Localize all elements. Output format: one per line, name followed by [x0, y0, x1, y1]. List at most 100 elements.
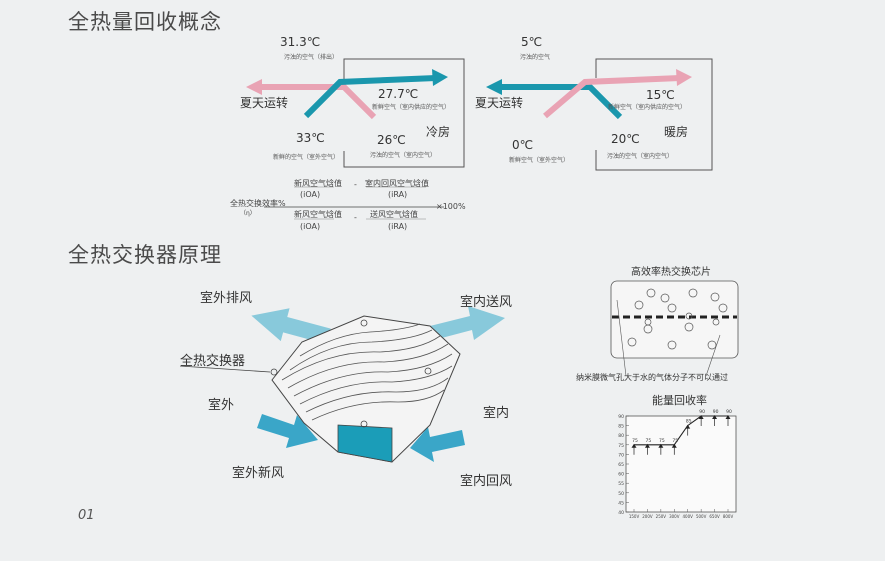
y-tick-label: 60 — [618, 472, 624, 478]
data-point — [631, 443, 637, 448]
data-label: 75 — [632, 438, 638, 444]
summer-exhaust-note: 污浊的空气（排出） — [284, 54, 339, 61]
page-number: 01 — [78, 508, 95, 523]
x-tick-label: 500V — [696, 514, 707, 519]
winter-fresh-temp: 15℃ — [646, 88, 675, 102]
summer-indoor-note: 污浊的空气（室内空气） — [370, 152, 437, 159]
formula-num-b: 室内回风空气焓值 — [365, 179, 429, 188]
section2-title: 全热交换器原理 — [68, 243, 222, 267]
x-tick-label: 800V — [723, 514, 734, 519]
x-tick-label: 300V — [669, 514, 680, 519]
winter-fresh-note: 新鲜空气（室内供应的空气） — [608, 104, 687, 111]
summer-fresh-arrowhead — [432, 69, 448, 86]
x-tick-label: 200V — [642, 514, 653, 519]
summer-fresh-temp: 27.7℃ — [378, 87, 419, 101]
indoor-supply-arrow — [430, 306, 505, 340]
winter-indoor-note: 污浊的空气（室内空气） — [607, 153, 674, 160]
formula-num-b-sub: (iRA) — [388, 190, 408, 199]
data-point — [698, 415, 704, 419]
y-tick-label: 75 — [618, 443, 624, 449]
y-tick-label: 70 — [618, 452, 624, 458]
summer-exhaust-temp: 31.3℃ — [280, 35, 321, 49]
outdoor-fresh-arrow — [257, 414, 318, 448]
formula-den-a: 新风空气焓值 — [294, 210, 342, 219]
y-tick-label: 50 — [618, 491, 624, 497]
y-tick-label: 90 — [618, 414, 624, 420]
data-point — [685, 424, 691, 429]
summer-exhaust-arrowhead — [246, 79, 262, 95]
formula-den-b: 送风空气焓值 — [370, 210, 418, 219]
y-tick-label: 55 — [618, 481, 624, 487]
y-tick-label: 45 — [618, 500, 624, 506]
summer-room-label: 冷房 — [426, 125, 451, 139]
data-label: 90 — [713, 409, 719, 415]
data-label: 90 — [699, 409, 705, 415]
data-label: 75 — [646, 438, 652, 444]
winter-indoor-temp: 20℃ — [611, 132, 640, 146]
summer-fresh-note: 新鲜空气（室内供应的空气） — [372, 104, 451, 111]
winter-mode-label: 夏天运转 — [475, 96, 524, 110]
formula-num-a-sub: (iOA) — [300, 190, 321, 199]
label-indoor-supply: 室内送风 — [460, 295, 513, 310]
formula-den-b-sub: (iRA) — [388, 222, 408, 231]
data-label: 90 — [726, 409, 732, 415]
formula-minus-top: - — [354, 180, 357, 189]
label-outdoor: 室外 — [208, 398, 235, 413]
y-tick-label: 65 — [618, 462, 624, 468]
indoor-return-arrow — [410, 427, 465, 462]
label-exchanger: 全热交换器 — [180, 354, 246, 369]
label-outdoor-exhaust: 室外排风 — [200, 291, 253, 306]
data-point — [725, 415, 731, 419]
chart-plot-area — [625, 415, 737, 513]
exchanger-fins — [281, 323, 453, 421]
summer-mode-label: 夏天运转 — [240, 96, 289, 110]
data-label: 75 — [659, 438, 665, 444]
outdoor-exhaust-arrow — [251, 308, 331, 345]
summer-indoor-temp: 26℃ — [377, 133, 406, 147]
energy-chart-title: 能量回收率 — [652, 394, 707, 407]
winter-exhaust-arrow — [498, 84, 623, 120]
core-title: 高效率热交换芯片 — [631, 267, 711, 278]
formula-times: ×100% — [436, 202, 466, 211]
y-tick-label: 85 — [618, 424, 624, 430]
winter-unit-outline — [595, 58, 713, 171]
exchanger-core-face — [337, 424, 393, 463]
data-label: 85 — [686, 419, 692, 425]
x-tick-label: 400V — [683, 514, 694, 519]
summer-unit-outline — [343, 58, 465, 168]
summer-fresh-arrow — [303, 75, 437, 119]
label-outdoor-fresh: 室外新风 — [232, 466, 285, 481]
data-label: 75 — [672, 438, 678, 444]
formula-lhs-sub: （η） — [240, 210, 256, 217]
formula-lhs: 全热交换效率% — [230, 199, 286, 208]
exchanger-body — [271, 315, 461, 463]
summer-outdoor-note: 新鲜的空气（室外空气） — [273, 154, 340, 161]
x-tick-label: 150V — [629, 514, 640, 519]
exchanger-pointer-line — [179, 365, 271, 373]
formula-den-a-sub: (iOA) — [300, 222, 321, 231]
data-point — [712, 415, 718, 419]
core-chip-box — [610, 280, 739, 359]
winter-outdoor-note: 新鲜空气（室外空气） — [509, 157, 570, 164]
x-tick-label: 250V — [656, 514, 667, 519]
winter-exhaust-temp: 5℃ — [521, 35, 543, 49]
label-indoor: 室内 — [483, 406, 510, 421]
summer-exhaust-arrow — [258, 84, 377, 120]
winter-fresh-arrow — [543, 75, 681, 119]
formula-minus-bottom: - — [354, 213, 357, 222]
winter-outdoor-temp: 0℃ — [512, 138, 534, 152]
series-line — [634, 415, 728, 446]
data-point — [658, 443, 664, 448]
formula-num-a: 新风空气焓值 — [294, 179, 342, 188]
winter-fresh-arrowhead — [676, 69, 692, 86]
label-indoor-return: 室内回风 — [460, 474, 513, 489]
data-point — [644, 443, 650, 448]
section1-title: 全热量回收概念 — [68, 10, 222, 34]
winter-exhaust-arrowhead — [486, 79, 502, 95]
data-point — [671, 443, 677, 448]
core-caption: 纳米膜微气孔大于水的气体分子不可以通过 — [576, 373, 728, 382]
y-tick-label: 80 — [618, 433, 624, 439]
summer-outdoor-temp: 33℃ — [296, 131, 325, 145]
